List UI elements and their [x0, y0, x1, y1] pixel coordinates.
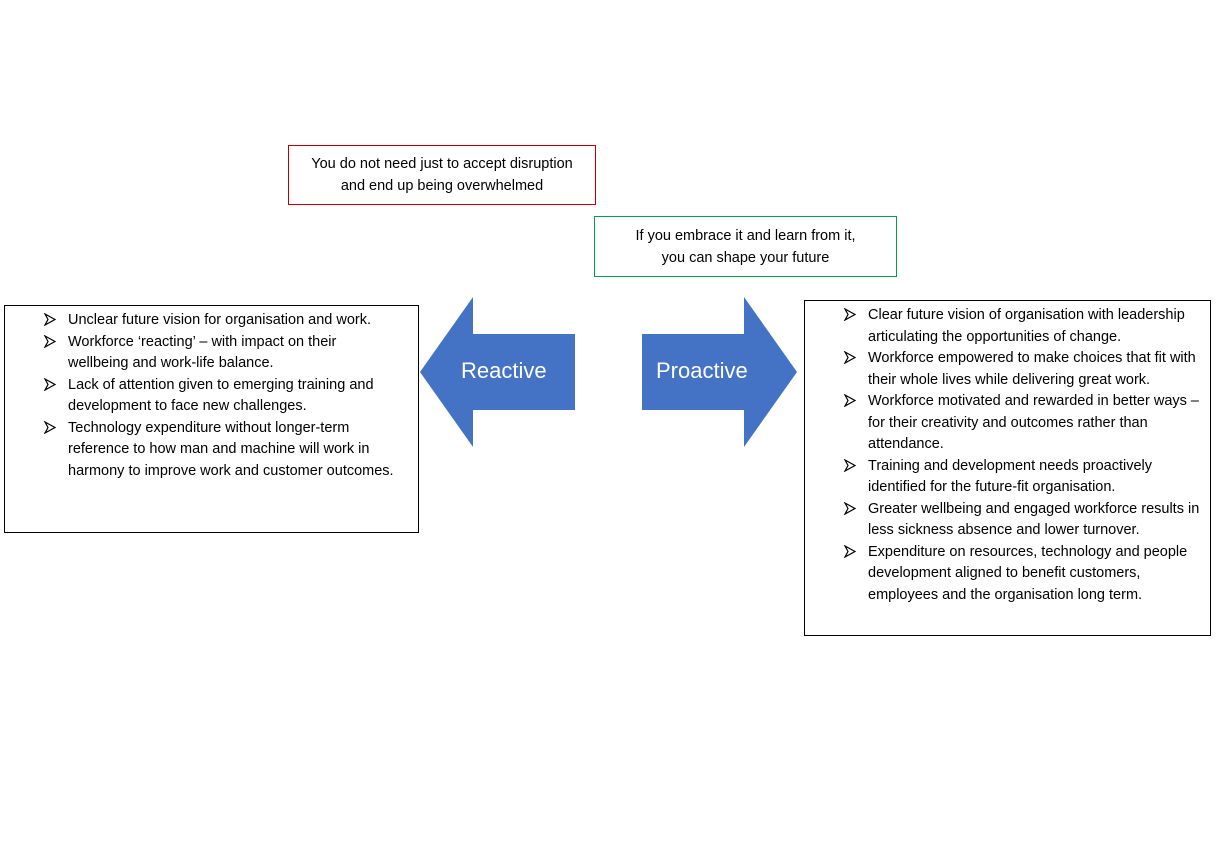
reactive-arrow-shape: [420, 297, 575, 447]
arrowhead-bullet-icon: [843, 308, 856, 321]
proactive-arrow-shape: [642, 297, 797, 447]
proactive-point-text: Workforce empowered to make choices that…: [868, 350, 1196, 388]
proactive-point: Training and development needs proactive…: [805, 456, 1204, 499]
proactive-point: Workforce motivated and rewarded in bett…: [805, 391, 1204, 456]
proactive-points-panel: Clear future vision of organisation with…: [804, 300, 1211, 636]
arrowhead-bullet-icon: [843, 544, 856, 558]
arrowhead-bullet-icon: [843, 458, 856, 472]
proactive-point-text: Expenditure on resources, technology and…: [868, 543, 1188, 603]
reactive-point: Technology expenditure without longer-te…: [5, 418, 398, 483]
proactive-point: Greater wellbeing and engaged workforce …: [805, 499, 1204, 542]
proactive-point: Workforce empowered to make choices that…: [805, 348, 1204, 391]
reactive-point: Lack of attention given to emerging trai…: [5, 375, 398, 418]
disruption-callout-line2: and end up being overwhelmed: [340, 178, 544, 194]
proactive-point-text: Training and development needs proactive…: [868, 457, 1152, 496]
embrace-callout: If you embrace it and learn from it, you…: [594, 216, 897, 277]
arrowhead-bullet-icon: [43, 377, 56, 391]
embrace-callout-line2: you can shape your future: [661, 249, 830, 266]
arrowhead-bullet-icon: [843, 394, 856, 407]
arrowhead-bullet-icon: [843, 351, 856, 364]
reactive-point-text: Workforce ‘reacting’ – with impact on th…: [68, 333, 337, 372]
reactive-point-text: Unclear future vision for organisation a…: [68, 312, 372, 328]
proactive-point-text: Workforce motivated and rewarded in bett…: [868, 393, 1199, 452]
proactive-point: Clear future vision of organisation with…: [805, 305, 1204, 348]
reactive-points-panel: Unclear future vision for organisation a…: [4, 305, 419, 533]
proactive-point-text: Greater wellbeing and engaged workforce …: [868, 500, 1200, 539]
arrowhead-bullet-icon: [43, 420, 56, 434]
reactive-point-text: Technology expenditure without longer-te…: [68, 419, 394, 479]
proactive-point-text: Clear future vision of organisation with…: [868, 307, 1185, 345]
proactive-point: Expenditure on resources, technology and…: [805, 542, 1204, 607]
reactive-arrow: [420, 297, 575, 447]
arrowhead-bullet-icon: [43, 313, 56, 326]
disruption-callout: You do not need just to accept disruptio…: [288, 145, 596, 205]
proactive-arrow: [642, 297, 797, 447]
reactive-point: Unclear future vision for organisation a…: [5, 310, 398, 332]
proactive-label: Proactive: [656, 358, 748, 383]
reactive-point: Workforce ‘reacting’ – with impact on th…: [5, 332, 398, 375]
reactive-point-text: Lack of attention given to emerging trai…: [68, 376, 374, 415]
proactive-points-list: Clear future vision of organisation with…: [805, 305, 1204, 606]
reactive-points-list: Unclear future vision for organisation a…: [5, 310, 398, 482]
reactive-label: Reactive: [461, 358, 547, 383]
embrace-callout-line1: If you embrace it and learn from it,: [635, 227, 856, 244]
arrowhead-bullet-icon: [43, 334, 56, 348]
disruption-callout-line1: You do not need just to accept disruptio…: [311, 156, 573, 172]
arrowhead-bullet-icon: [843, 501, 856, 515]
